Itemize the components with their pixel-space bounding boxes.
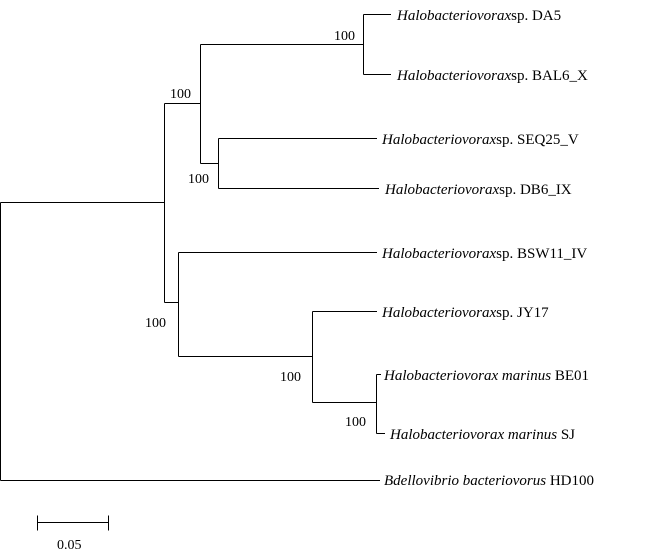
scale-bar: 0.05 [37,515,109,553]
bootstrap-label: 100 [188,172,209,187]
bootstrap-label: 100 [170,87,191,102]
taxon-labels: Halobacteriovoraxsp. DA5 Halobacteriovor… [381,8,594,489]
bootstrap-label: 100 [145,316,166,331]
bootstrap-values: 100 100 100 100 100 100 [145,29,366,430]
scale-bar-label: 0.05 [57,538,82,553]
taxon-label-bsw11: Halobacteriovoraxsp. BSW11_IV [381,246,587,262]
scale-bar-line [37,515,109,531]
taxon-label-jy17: Halobacteriovoraxsp. JY17 [381,305,549,321]
taxon-label-seq25: Halobacteriovoraxsp. SEQ25_V [381,132,579,148]
taxon-label-da5: Halobacteriovoraxsp. DA5 [396,8,561,24]
bootstrap-label: 100 [345,415,366,430]
taxon-label-sj: Halobacteriovorax marinus SJ [389,427,575,443]
taxon-label-be01: Halobacteriovorax marinus BE01 [383,368,589,384]
tree-branches [0,14,391,481]
taxon-label-hd100: Bdellovibrio bacteriovorus HD100 [384,473,594,489]
taxon-label-db6: Halobacteriovoraxsp. DB6_IX [384,182,572,198]
taxon-label-bal6: Halobacteriovoraxsp. BAL6_X [396,68,588,84]
bootstrap-label: 100 [334,29,355,44]
bootstrap-label: 100 [280,370,301,385]
